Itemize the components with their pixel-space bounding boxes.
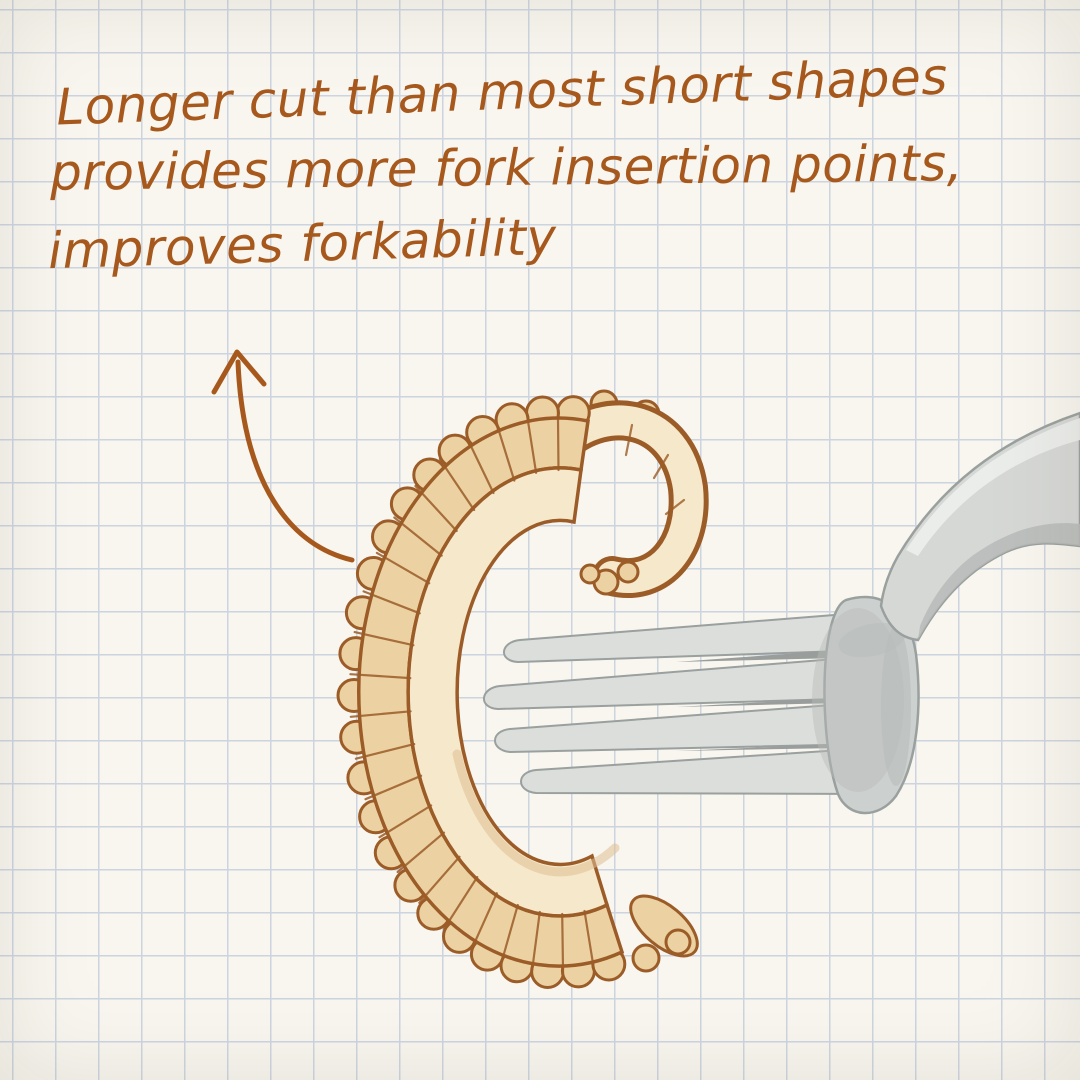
- arrow-line: [235, 359, 355, 563]
- fork-slot-shadow: [676, 744, 840, 751]
- fork-tine-3: [494, 700, 873, 754]
- fork-tine-2: [483, 654, 873, 711]
- fork-tine-1: [503, 610, 873, 664]
- fork-neck-shadow: [838, 622, 906, 658]
- fork-illustration: [483, 411, 1080, 815]
- fork-handle: [879, 411, 1080, 642]
- fork-handle-highlight: [906, 418, 1080, 556]
- arrow-head: [211, 349, 267, 395]
- annotation-arrow: [211, 349, 355, 563]
- pasta-illustration: [336, 389, 709, 989]
- fork-head-shading: [881, 626, 911, 786]
- annotation-line-2: provides more fork insertion points,: [49, 134, 964, 202]
- pasta-band-surface: [406, 466, 610, 918]
- pasta-curl-detail: [579, 423, 686, 596]
- pasta-bottom-flare: [629, 894, 699, 973]
- pasta-ridge-lines: [349, 406, 627, 978]
- fork-tine-4: [520, 746, 873, 796]
- fork-handle-shading: [918, 523, 1080, 640]
- pasta-inner-shadow: [452, 749, 620, 877]
- fork-slot-shadow: [676, 698, 840, 707]
- fork-slot-shadow: [676, 650, 840, 662]
- pasta-curl: [540, 400, 709, 598]
